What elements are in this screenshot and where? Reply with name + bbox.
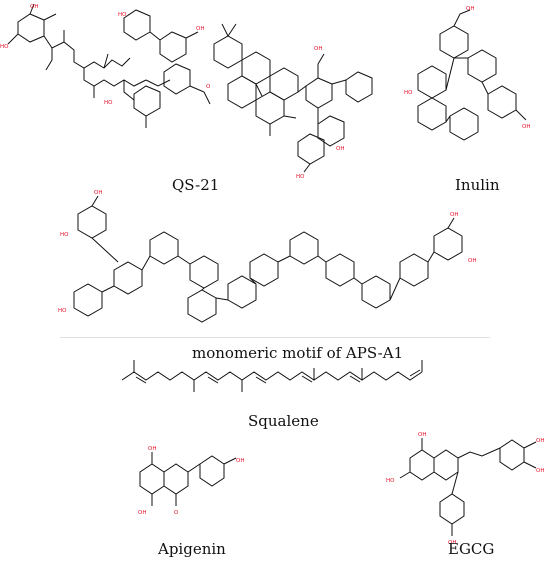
hydroxyl-label: HO bbox=[104, 100, 113, 106]
hydroxyl-label: OH bbox=[536, 468, 544, 474]
inulin-structure bbox=[417, 9, 527, 141]
hydroxyl-label: OH bbox=[314, 46, 322, 52]
hydroxyl-label: HO bbox=[58, 308, 67, 314]
hydroxyl-label: OH bbox=[418, 432, 426, 438]
hydroxyl-label: HO bbox=[60, 232, 69, 238]
squalene-structure bbox=[121, 360, 423, 392]
oxygen-label: O bbox=[174, 510, 179, 516]
qs21-structure bbox=[7, 3, 373, 173]
hydroxyl-label: OH bbox=[148, 446, 156, 452]
hydroxyl-label: HO bbox=[118, 12, 127, 18]
hydroxyl-label: OH bbox=[468, 258, 476, 264]
oxygen-label: O bbox=[206, 84, 211, 90]
egcg-structure bbox=[399, 438, 537, 536]
caption-apsa1: monomeric motif of APS-A1 bbox=[192, 344, 404, 362]
hydroxyl-label: HO bbox=[386, 478, 395, 484]
divider-line bbox=[60, 337, 490, 338]
hydroxyl-label: HO bbox=[296, 174, 305, 180]
hydroxyl-label: OH bbox=[336, 146, 344, 152]
caption-qs21: QS-21 bbox=[172, 176, 220, 194]
hydroxyl-label: OH bbox=[94, 190, 102, 196]
hydroxyl-label: OH bbox=[466, 6, 474, 12]
atom-labels: OH HO HO OH HO O OH OH HO OH HO OH OH HO… bbox=[0, 4, 544, 546]
caption-squalene: Squalene bbox=[248, 412, 319, 430]
hydroxyl-label: OH bbox=[450, 212, 458, 218]
apigenin-structure bbox=[139, 452, 237, 506]
hydroxyl-label: OH bbox=[30, 4, 38, 10]
caption-inulin: Inulin bbox=[455, 176, 500, 194]
caption-egcg: EGCG bbox=[448, 540, 495, 558]
hydroxyl-label: OH bbox=[138, 510, 146, 516]
hydroxyl-label: OH bbox=[448, 540, 456, 546]
apsa1-structure bbox=[73, 195, 463, 323]
hydroxyl-label: OH bbox=[196, 26, 204, 32]
hydroxyl-label: OH bbox=[522, 124, 530, 130]
hydroxyl-label: HO bbox=[0, 44, 9, 50]
hydroxyl-label: OH bbox=[236, 458, 244, 464]
hydroxyl-label: OH bbox=[536, 438, 544, 444]
caption-apigenin: Apigenin bbox=[158, 540, 226, 558]
hydroxyl-label: HO bbox=[404, 90, 413, 96]
